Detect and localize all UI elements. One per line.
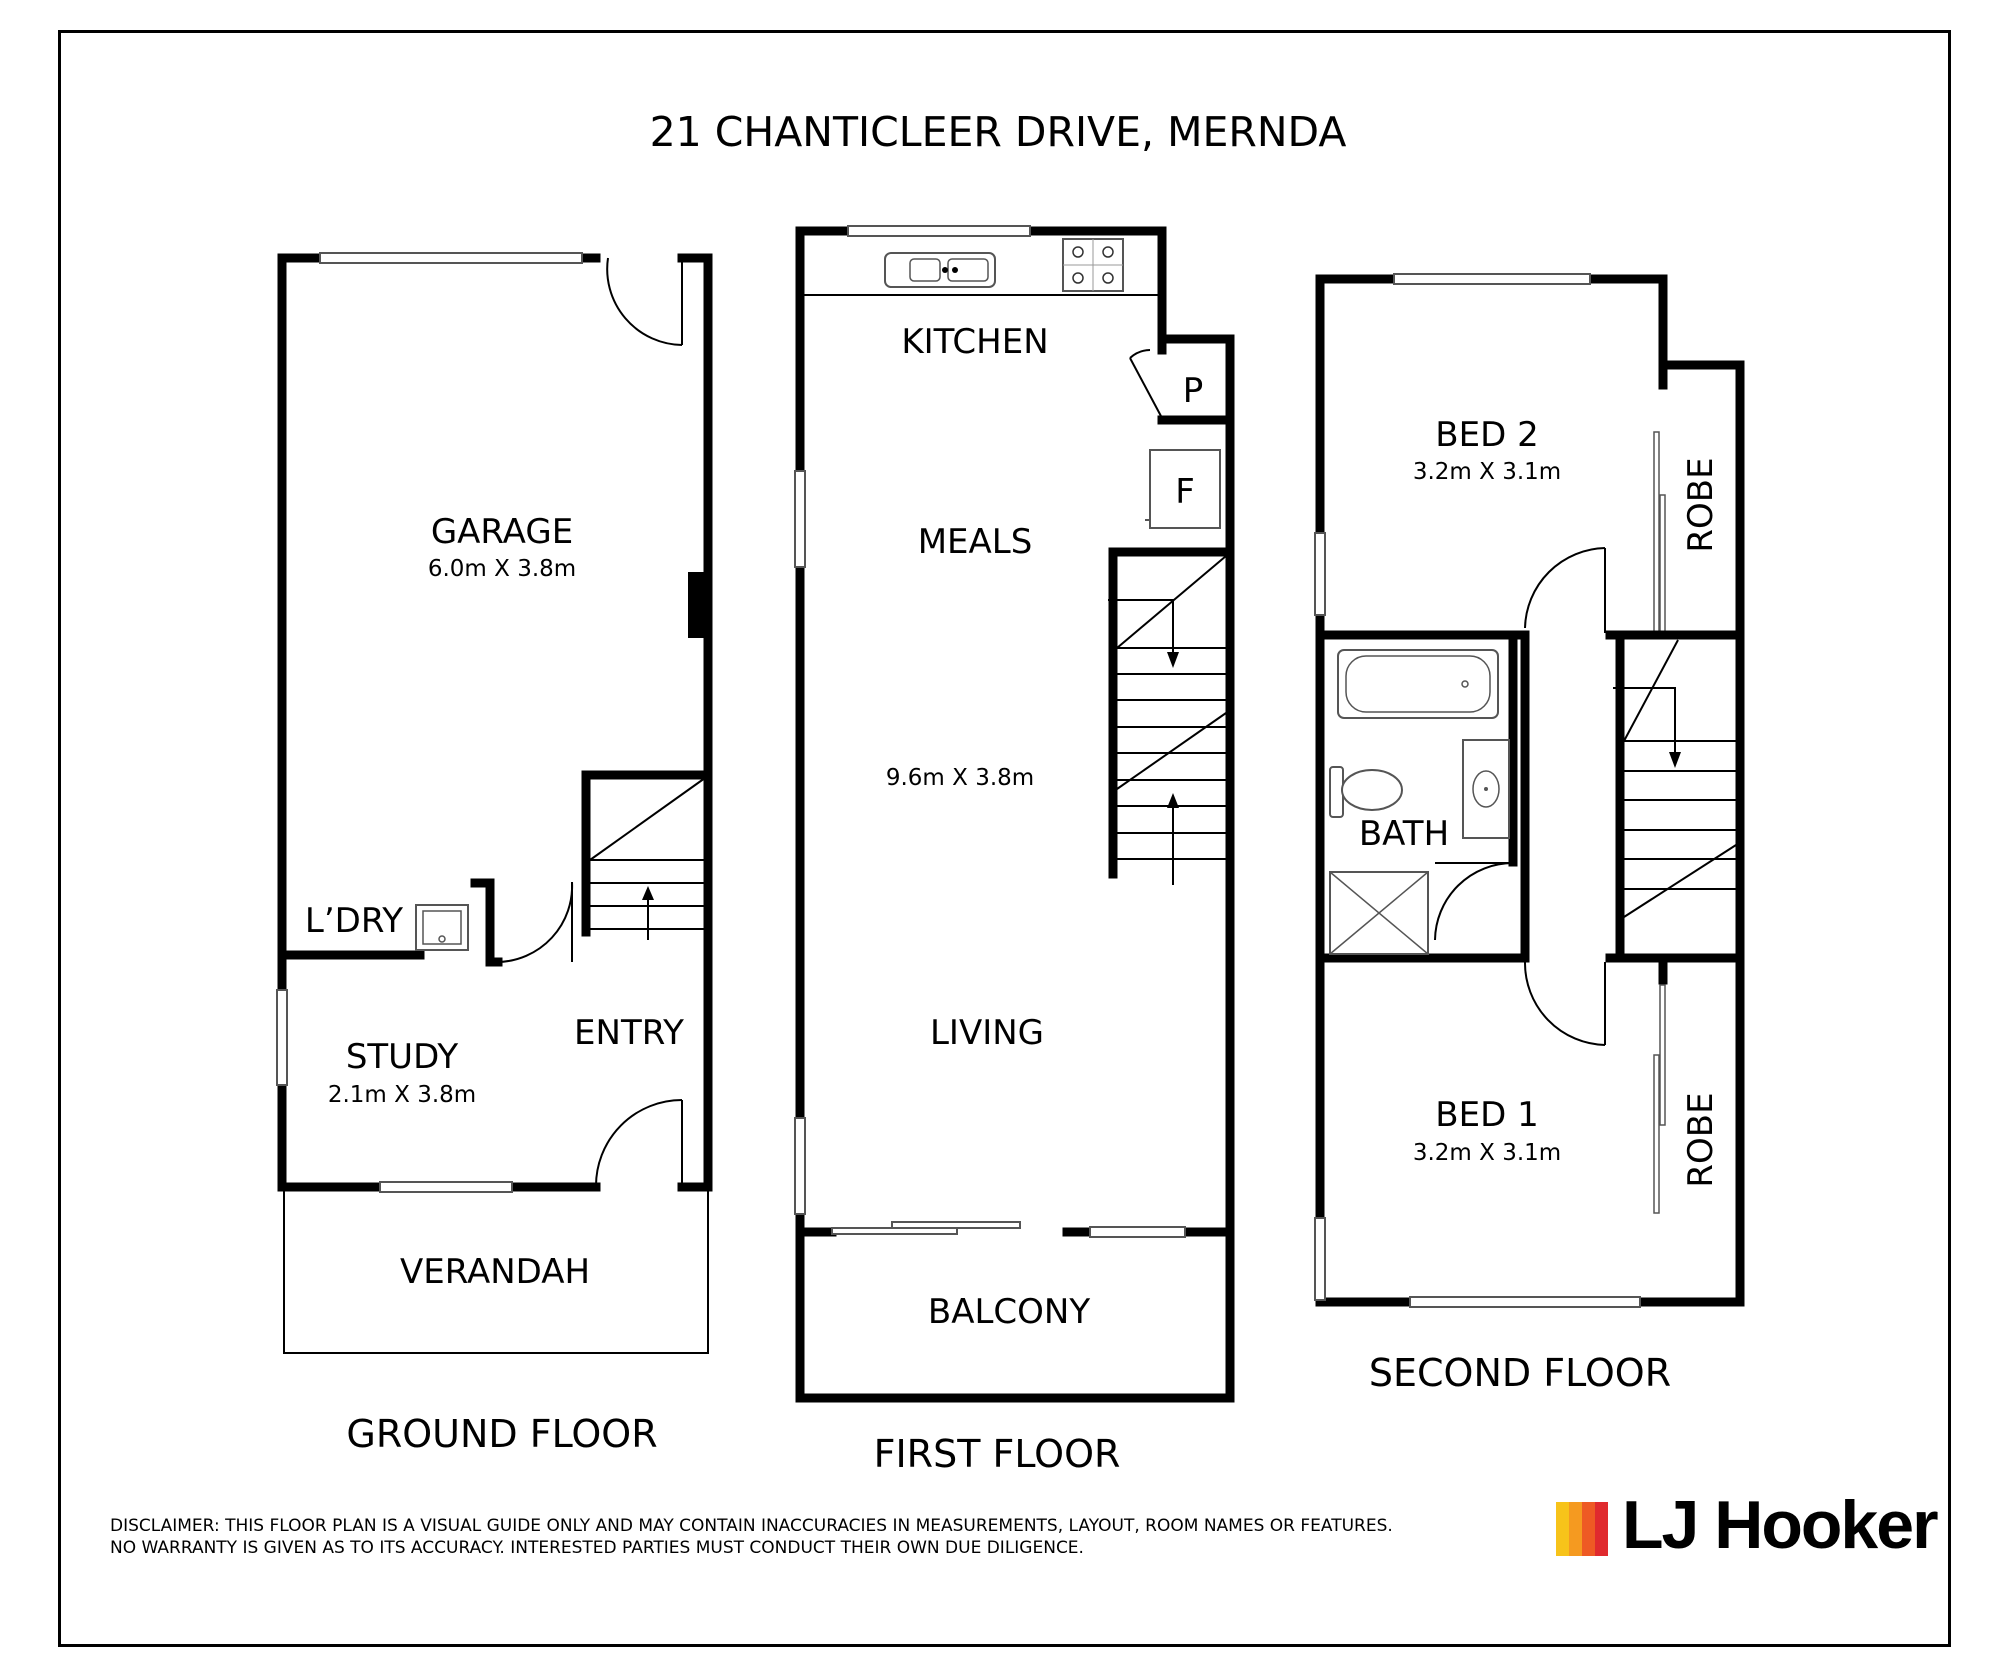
kitchen-window xyxy=(847,225,1031,237)
study-label: STUDY xyxy=(346,1037,459,1077)
fridge xyxy=(1149,449,1221,529)
study-window xyxy=(276,989,288,1086)
bath-door-swing xyxy=(1434,862,1514,941)
first-floor-plan xyxy=(794,225,1235,1403)
disclaimer: DISCLAIMER: THIS FLOOR PLAN IS A VISUAL … xyxy=(110,1515,1393,1559)
garage-door-swing xyxy=(606,257,683,346)
meals-window xyxy=(794,470,806,568)
meals-label: MEALS xyxy=(918,522,1033,562)
ground-floor-label: GROUND FLOOR xyxy=(346,1412,657,1456)
balcony-label: BALCONY xyxy=(928,1292,1090,1332)
toilet xyxy=(1329,766,1403,818)
cooktop xyxy=(1062,238,1124,292)
disclaimer-line-2: NO WARRANTY IS GIVEN AS TO ITS ACCURACY.… xyxy=(110,1538,1084,1558)
disclaimer-line-1: DISCLAIMER: THIS FLOOR PLAN IS A VISUAL … xyxy=(110,1516,1393,1536)
study-dims: 2.1m X 3.8m xyxy=(328,1082,476,1108)
garage-window xyxy=(319,252,583,264)
study-front-window xyxy=(379,1181,513,1193)
bed1-label: BED 1 xyxy=(1435,1095,1538,1135)
shower xyxy=(1329,871,1429,955)
first-stairs xyxy=(1108,555,1227,885)
page-border xyxy=(58,30,1951,1647)
robe1-label: ROBE xyxy=(1681,1092,1721,1187)
second-stairs xyxy=(1613,639,1737,918)
balcony-window xyxy=(1089,1226,1186,1238)
bed2-window xyxy=(1393,273,1591,285)
ground-floor-plan xyxy=(276,252,713,1354)
lj-hooker-logo-icon xyxy=(1556,1502,1608,1556)
garage-dims: 6.0m X 3.8m xyxy=(428,556,576,582)
logo-bar xyxy=(1595,1502,1608,1556)
verandah-label: VERANDAH xyxy=(400,1252,590,1292)
bed2-dims: 3.2m X 3.1m xyxy=(1413,459,1561,485)
garage-label: GARAGE xyxy=(431,512,573,552)
bed2-label: BED 2 xyxy=(1435,415,1538,455)
second-floor-label: SECOND FLOOR xyxy=(1369,1351,1671,1395)
living-label: LIVING xyxy=(930,1013,1044,1053)
logo-bar xyxy=(1556,1502,1569,1556)
living-dims: 9.6m X 3.8m xyxy=(886,765,1034,791)
entry-label: ENTRY xyxy=(574,1013,684,1053)
entry-door-swing xyxy=(594,1099,683,1188)
ground-stairs xyxy=(589,777,706,940)
laundry-label: L’DRY xyxy=(305,901,403,941)
bed1-dims: 3.2m X 3.1m xyxy=(1413,1140,1561,1166)
bed1-window xyxy=(1409,1296,1641,1308)
bed1-side-window xyxy=(1314,1217,1326,1301)
wall-block xyxy=(688,572,710,638)
bed2-side-window xyxy=(1314,532,1326,616)
logo-bar xyxy=(1569,1502,1582,1556)
vanity xyxy=(1462,739,1510,839)
pantry-label: P xyxy=(1183,371,1204,411)
verandah-outline xyxy=(283,1191,709,1354)
sliding-door-b xyxy=(891,1221,1021,1229)
fridge-label: F xyxy=(1175,472,1195,512)
property-address: 21 CHANTICLEER DRIVE, MERNDA xyxy=(650,108,1347,156)
bed2-door-swing xyxy=(1524,547,1606,629)
living-window xyxy=(794,1117,806,1215)
bed1-door-swing xyxy=(1523,961,1606,1046)
first-floor-label: FIRST FLOOR xyxy=(874,1432,1121,1476)
second-floor-plan xyxy=(1314,273,1745,1308)
lj-hooker-logo-text: LJ Hooker xyxy=(1622,1487,1939,1563)
kitchen-label: KITCHEN xyxy=(901,322,1048,362)
robe2-label: ROBE xyxy=(1681,457,1721,552)
bath-label: BATH xyxy=(1359,814,1449,854)
logo-bar xyxy=(1582,1502,1595,1556)
